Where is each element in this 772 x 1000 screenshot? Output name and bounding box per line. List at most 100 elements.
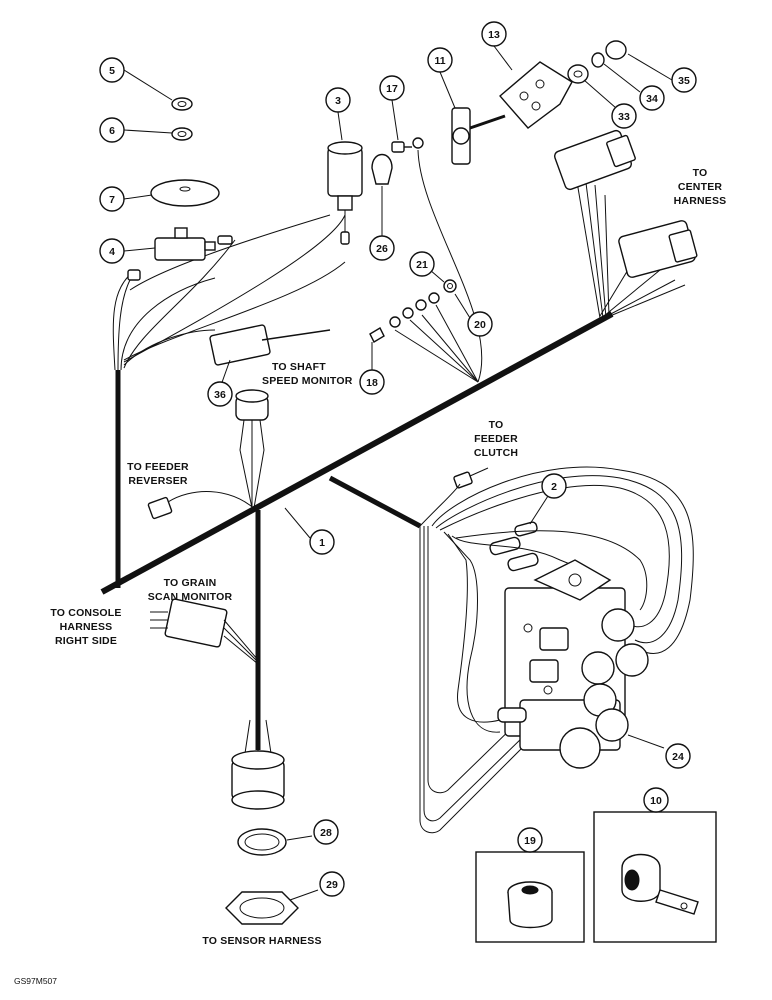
part-34-washer (591, 52, 605, 68)
svg-text:6: 6 (109, 125, 115, 137)
svg-text:29: 29 (326, 879, 338, 891)
grain-scan-connector (150, 598, 259, 665)
part-3-reservoir (327, 141, 363, 245)
svg-text:34: 34 (646, 93, 658, 105)
callout-34: 34 (639, 85, 665, 111)
svg-text:26: 26 (376, 243, 388, 255)
svg-text:33: 33 (618, 111, 630, 123)
svg-text:36: 36 (214, 389, 226, 401)
callout-17: 11 (427, 47, 453, 73)
svg-text:1: 1 (319, 537, 325, 549)
svg-text:13: 13 (488, 29, 500, 41)
round-connector-top (235, 389, 269, 509)
svg-text:TO: TO (489, 419, 504, 431)
left-branch-wires (112, 214, 346, 371)
callout-36: 36 (207, 381, 233, 407)
svg-text:2: 2 (551, 481, 557, 493)
feeder-reverser-connector (147, 491, 259, 520)
callout-5: 5 (99, 57, 125, 83)
label-console-harness: TO CONSOLE HARNESS RIGHT SIDE (50, 607, 121, 647)
label-feeder-reverser: TO FEEDER REVERSER (127, 461, 189, 487)
svg-text:TO GRAIN: TO GRAIN (164, 577, 217, 589)
part-7-disc (150, 179, 220, 207)
svg-text:FEEDER: FEEDER (474, 433, 518, 445)
svg-text:HARNESS: HARNESS (60, 621, 113, 633)
svg-text:17: 17 (386, 83, 398, 95)
svg-text:REVERSER: REVERSER (128, 475, 188, 487)
sensor-connector (231, 719, 285, 810)
svg-text:11: 11 (434, 55, 445, 67)
part-29-nut (225, 891, 299, 925)
part-17-switch (451, 107, 506, 165)
callout-13: 19 (517, 827, 543, 853)
callout-19: 17 (379, 75, 405, 101)
svg-text:5: 5 (109, 65, 115, 77)
svg-text:CENTER: CENTER (678, 181, 723, 193)
callout-6: 6 (99, 117, 125, 143)
callout-18: 18 (359, 369, 385, 395)
svg-text:SCAN MONITOR: SCAN MONITOR (148, 591, 233, 603)
svg-text:18: 18 (366, 377, 378, 389)
callout-26: 26 (369, 235, 395, 261)
callout-24: 24 (665, 743, 691, 769)
part-5-nut (171, 97, 193, 111)
label-sensor-harness: TO SENSOR HARNESS (202, 935, 321, 947)
callout-21: 21 (409, 251, 435, 277)
svg-text:TO CONSOLE: TO CONSOLE (50, 607, 121, 619)
callout-28: 28 (313, 819, 339, 845)
svg-text:20: 20 (474, 319, 486, 331)
label-grain-scan: TO GRAIN SCAN MONITOR (148, 577, 233, 603)
callout-29: 29 (319, 871, 345, 897)
callout-7: 7 (99, 186, 125, 212)
leader-lines (123, 45, 673, 901)
figure-code: GS97M507 (14, 976, 57, 986)
label-feeder-clutch: TO FEEDER CLUTCH (474, 419, 518, 459)
part-10-inset (593, 811, 717, 943)
svg-text:21: 21 (416, 259, 428, 271)
svg-text:24: 24 (672, 751, 684, 763)
svg-text:10: 10 (650, 795, 662, 807)
svg-text:28: 28 (320, 827, 332, 839)
part-11-bracket (499, 61, 573, 129)
main-harness (100, 311, 614, 750)
center-harness-wires (574, 169, 686, 319)
callout-3: 3 (325, 87, 351, 113)
svg-text:CLUTCH: CLUTCH (474, 447, 518, 459)
svg-text:RIGHT SIDE: RIGHT SIDE (55, 635, 117, 647)
callout-1: 1 (309, 529, 335, 555)
svg-text:19: 19 (524, 835, 536, 847)
center-harness-connector-upper (553, 129, 636, 191)
ring-terminal-wires (394, 149, 483, 383)
svg-text:SPEED MONITOR: SPEED MONITOR (262, 375, 353, 387)
callout-4: 4 (99, 238, 125, 264)
valve-wire-loops (419, 466, 694, 834)
svg-text:7: 7 (109, 194, 115, 206)
part-13-inset (475, 851, 585, 943)
svg-text:TO SHAFT: TO SHAFT (272, 361, 326, 373)
callout-35: 35 (671, 67, 697, 93)
svg-text:HARNESS: HARNESS (674, 195, 727, 207)
part-4-switch (127, 227, 233, 281)
ring-terminals (369, 137, 457, 343)
part-24-valve-block (497, 559, 649, 769)
part-33-nut (567, 64, 589, 84)
svg-text:35: 35 (678, 75, 690, 87)
part-28-ring (237, 828, 287, 856)
callout-33: 33 (611, 103, 637, 129)
part-6-washer (171, 127, 193, 141)
callout-10: 10 (643, 787, 669, 813)
svg-text:4: 4 (109, 246, 115, 258)
center-harness-connector-lower (618, 220, 698, 278)
svg-text:3: 3 (335, 95, 341, 107)
label-shaft-speed: TO SHAFT SPEED MONITOR (262, 361, 353, 387)
shaft-speed-connector (123, 324, 331, 366)
part-2-connectors (489, 521, 539, 572)
svg-text:TO: TO (693, 167, 708, 179)
callout-2: 2 (541, 473, 567, 499)
part-35-nut (605, 40, 627, 60)
callout-11: 13 (481, 21, 507, 47)
svg-text:TO FEEDER: TO FEEDER (127, 461, 189, 473)
feeder-clutch-connector (419, 467, 489, 527)
part-19-screw (391, 141, 412, 153)
